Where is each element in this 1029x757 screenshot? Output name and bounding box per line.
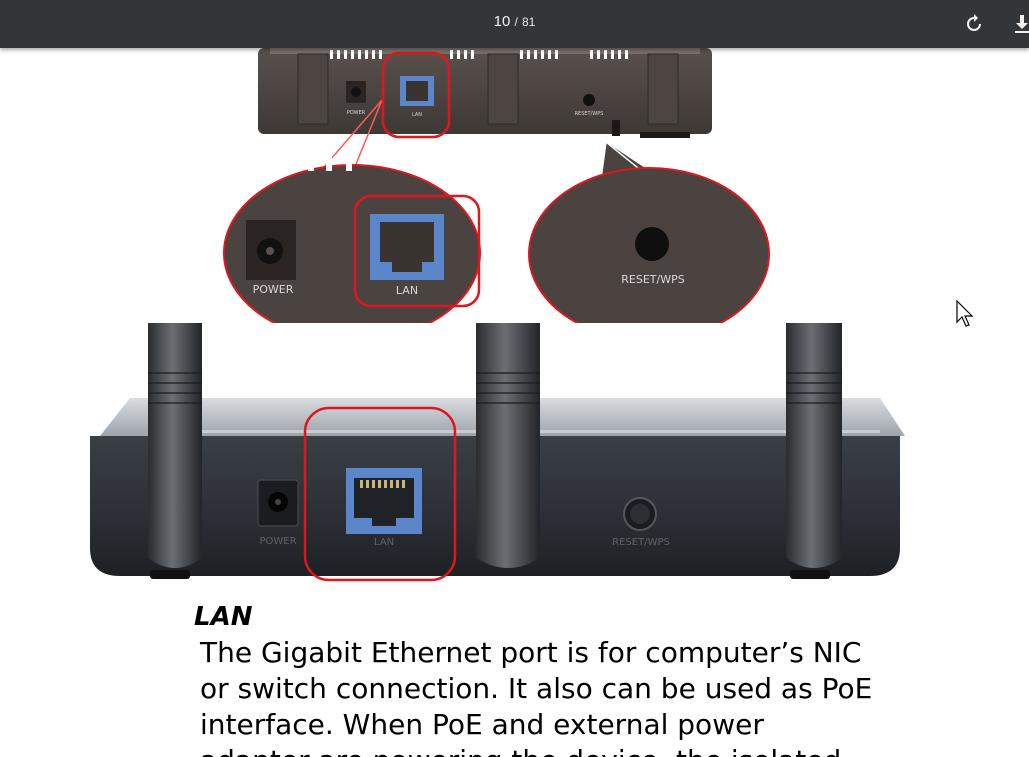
page-separator: / (514, 15, 518, 29)
antenna-right (786, 323, 842, 568)
section-body: The Gigabit Ethernet port is for compute… (194, 635, 914, 757)
zoom-power-label: POWER (253, 283, 294, 296)
zoom-power-lan: POWER LAN (223, 153, 481, 323)
router-photo: POWER LAN RESET/WPS (90, 323, 905, 582)
zoom-reset-label: RESET/WPS (621, 273, 684, 286)
callout-line (351, 99, 383, 175)
zoom-reset-wps: RESET/WPS (528, 167, 770, 323)
document-text: LAN The Gigabit Ethernet port is for com… (194, 601, 954, 757)
rotate-icon (967, 14, 981, 31)
router-rear-figure: POWER LAN RESET/WPS POWER (90, 48, 905, 582)
small-lan-label: LAN (412, 112, 422, 118)
highlight-photo-lan (303, 406, 457, 582)
highlight-small-lan (381, 51, 451, 139)
body-line: interface. When PoE and external power (200, 708, 764, 741)
rotate-button[interactable] (962, 12, 986, 36)
photo-reset-label: RESET/WPS (612, 537, 670, 548)
small-power-label: POWER (347, 110, 366, 116)
photo-power-label: POWER (259, 536, 296, 547)
download-icon (1015, 15, 1029, 33)
body-line: adapter are powering the device, the iso… (200, 743, 914, 757)
photo-lan-label: LAN (374, 537, 394, 548)
zoom-lan-label: LAN (396, 284, 418, 297)
current-page-number[interactable]: 10 (493, 13, 511, 30)
page-counter: 10 / 81 (0, 13, 1029, 30)
pdf-page: POWER LAN RESET/WPS POWER (0, 48, 1029, 757)
highlight-zoom-lan (353, 194, 481, 308)
body-line: or switch connection. It also can be use… (200, 672, 873, 705)
total-pages: 81 (522, 15, 536, 29)
section-heading: LAN (194, 602, 253, 632)
mouse-cursor-icon (956, 300, 974, 327)
antenna-left (148, 323, 202, 568)
small-router-panel: POWER LAN RESET/WPS (258, 48, 712, 138)
body-line: The Gigabit Ethernet port is for compute… (200, 636, 862, 669)
antenna-center (476, 323, 540, 568)
download-button[interactable] (1010, 12, 1029, 36)
viewer-toolbar: 10 / 81 (0, 0, 1029, 48)
small-reset-label: RESET/WPS (575, 111, 604, 117)
